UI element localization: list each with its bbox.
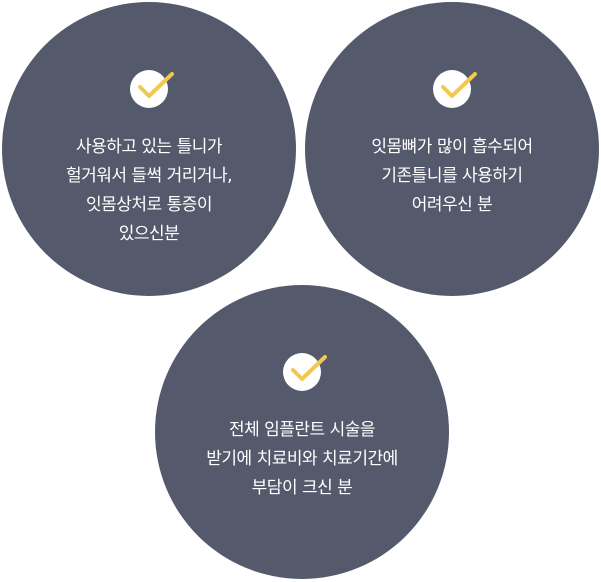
- card-circle-2: 잇몸뼈가 많이 흡수되어 기존틀니를 사용하기 어려우신 분: [305, 2, 599, 296]
- card-line: 기존틀니를 사용하기: [381, 166, 523, 186]
- card-line: 전체 임플란트 시술을: [228, 420, 376, 440]
- card-line: 어려우신 분: [411, 195, 493, 215]
- card-circle-3: 전체 임플란트 시술을 받기에 치료비와 치료기간에 부담이 크신 분: [155, 285, 449, 579]
- check-mark: [291, 355, 327, 381]
- check-icon: [433, 70, 477, 108]
- card-line: 잇몸뼈가 많이 흡수되어: [371, 137, 533, 157]
- card-circle-1: 사용하고 있는 틀니가 헐거워서 들썩 거리거나, 잇몸상처로 통증이 있으신분: [2, 2, 296, 296]
- card-line: 부담이 크신 분: [251, 478, 353, 498]
- check-mark: [441, 72, 477, 98]
- check-icon: [130, 70, 174, 108]
- check-icon: [283, 353, 327, 391]
- card-line: 있으신분: [118, 224, 180, 244]
- card-line: 헐거워서 들썩 거리거나,: [65, 166, 233, 186]
- card-text-2: 잇몸뼈가 많이 흡수되어 기존틀니를 사용하기 어려우신 분: [371, 133, 533, 220]
- check-mark: [138, 72, 174, 98]
- card-line: 받기에 치료비와 치료기간에: [206, 449, 398, 469]
- card-text-1: 사용하고 있는 틀니가 헐거워서 들썩 거리거나, 잇몸상처로 통증이 있으신분: [65, 133, 233, 249]
- card-line: 사용하고 있는 틀니가: [75, 137, 223, 157]
- card-line: 잇몸상처로 통증이: [85, 195, 213, 215]
- card-text-3: 전체 임플란트 시술을 받기에 치료비와 치료기간에 부담이 크신 분: [206, 416, 398, 503]
